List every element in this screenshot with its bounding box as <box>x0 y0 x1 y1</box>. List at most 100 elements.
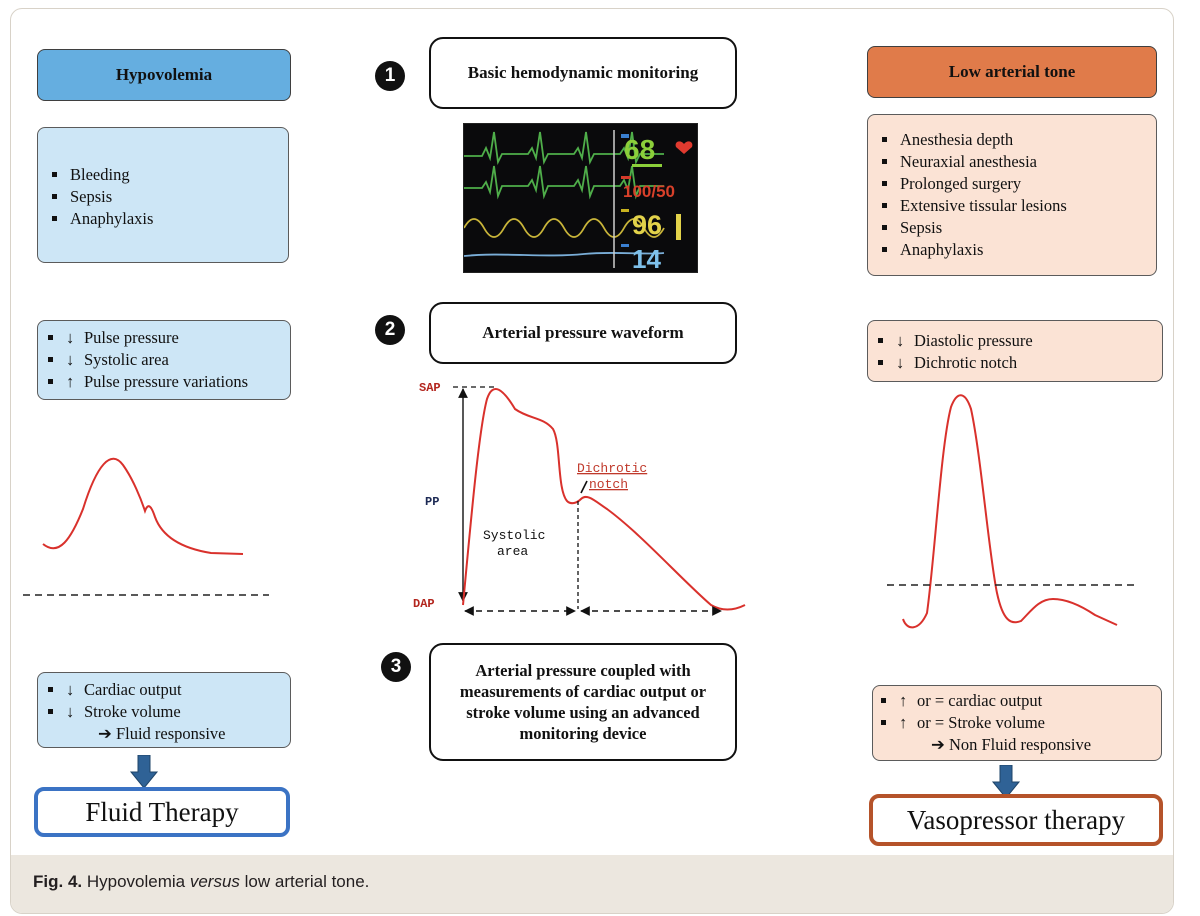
patient-monitor: 68 100/50 96 14 <box>463 123 698 274</box>
low-tone-waveform <box>887 394 1135 629</box>
hypovolemia-output-list: ↓ Cardiac output ↓ Stroke volume ➔ Fluid r… <box>40 679 290 745</box>
sign-arrow: ↑ <box>66 372 75 391</box>
list-item: Sepsis <box>874 217 1156 239</box>
step-2-label: Arterial pressure waveform <box>482 323 684 342</box>
list-item: ↓ Diastolic pressure <box>870 330 1162 352</box>
step-3-badge: 3 <box>381 652 411 682</box>
hypovolemia-causes-box: Bleeding Sepsis Anaphylaxis <box>37 127 289 263</box>
low-arterial-tone-waveform-signs-box: ↓ Diastolic pressure ↓ Dichrotic notch <box>867 320 1163 382</box>
caption-bar: Fig. 4. Hypovolemia versus low arterial … <box>11 855 1173 913</box>
caption-text-after: low arterial tone. <box>239 872 370 891</box>
list-item: ↓ Stroke volume <box>40 701 290 723</box>
sap-label: SAP <box>419 381 441 395</box>
down-arrow-icon <box>129 755 159 789</box>
list-item: ↓ Systolic area <box>40 349 290 371</box>
list-item: ↑ or = cardiac output <box>873 690 1161 712</box>
hypovolemia-waveform-signs-box: ↓ Pulse pressure ↓ Systolic area ↑ Pulse pr… <box>37 320 291 400</box>
list-item: ↓ Cardiac output <box>40 679 290 701</box>
list-item: ↑ Pulse pressure variations <box>40 371 290 393</box>
sign-arrow: ↓ <box>66 328 75 347</box>
pp-label: PP <box>425 495 439 509</box>
pleth-trace <box>463 218 665 238</box>
monitor-traces: 68 100/50 96 14 <box>463 130 693 274</box>
vasopressor-therapy-box: Vasopressor therapy <box>869 794 1163 846</box>
sign-arrow: ↓ <box>896 353 905 372</box>
list-item: Sepsis <box>44 186 288 208</box>
hypovolemia-waveform <box>23 457 269 596</box>
sign-arrow: ↑ <box>899 691 908 710</box>
sign-text: Systolic area <box>84 350 169 369</box>
list-item: Prolonged surgery <box>874 173 1156 195</box>
sign-text: Dichrotic notch <box>914 353 1018 372</box>
hypovolemia-pressure-curve <box>42 457 244 555</box>
list-item: Neuraxial anesthesia <box>874 151 1156 173</box>
sign-text: or = Stroke volume <box>917 713 1045 732</box>
figure-label: Fig. 4. <box>33 872 83 891</box>
down-arrow-icon <box>991 765 1021 799</box>
figure-caption: Fig. 4. Hypovolemia versus low arterial … <box>33 872 369 892</box>
list-item: ↑ or = Stroke volume <box>873 712 1161 734</box>
low-arterial-tone-causes-box: Anesthesia depth Neuraxial anesthesia Pr… <box>867 114 1157 276</box>
step-1-label: Basic hemodynamic monitoring <box>467 63 699 82</box>
sign-text: Stroke volume <box>84 702 181 721</box>
conclusion-item: ➔ Fluid responsive <box>98 724 226 743</box>
list-item: ↓ Dichrotic notch <box>870 352 1162 374</box>
list-item: Bleeding <box>44 164 288 186</box>
low-arterial-tone-output-box: ↑ or = cardiac output ↑ or = Stroke volume… <box>872 685 1162 761</box>
notch-pointer <box>580 480 588 494</box>
low-arterial-tone-header-label: Low arterial tone <box>948 62 1076 81</box>
dap-label: DAP <box>413 597 435 611</box>
sign-arrow: ↓ <box>66 680 75 699</box>
list-item: Extensive tissular lesions <box>874 195 1156 217</box>
sign-text: Diastolic pressure <box>914 331 1033 350</box>
resp-rate-value: 14 <box>632 244 661 274</box>
figure-frame: Hypovolemia Bleeding Sepsis Anaphylaxis … <box>10 8 1174 914</box>
hypovolemia-header: Hypovolemia <box>37 49 291 101</box>
step-3-label: Arterial pressure coupled with measureme… <box>459 661 707 743</box>
conclusion-item: ➔ Non Fluid responsive <box>931 735 1092 754</box>
blood-pressure-value: 100/50 <box>623 182 675 201</box>
low-arterial-tone-waveform-signs-list: ↓ Diastolic pressure ↓ Dichrotic notch <box>870 330 1162 374</box>
low-arterial-tone-causes-list: Anesthesia depth Neuraxial anesthesia Pr… <box>874 129 1156 261</box>
low-arterial-tone-header: Low arterial tone <box>867 46 1157 98</box>
fluid-therapy-box: Fluid Therapy <box>34 787 290 837</box>
list-item: ↓ Pulse pressure <box>40 327 290 349</box>
sign-text: Cardiac output <box>84 680 182 699</box>
low-tone-pressure-curve <box>902 394 1118 629</box>
vasopressor-therapy-label: Vasopressor therapy <box>906 804 1126 835</box>
sign-text: or = cardiac output <box>917 691 1043 710</box>
spo2-bar <box>676 214 681 240</box>
resp-trace <box>463 251 665 257</box>
step-1-box: Basic hemodynamic monitoring <box>429 37 737 109</box>
ecg-trace-1 <box>464 131 664 166</box>
list-item: Anaphylaxis <box>44 208 288 230</box>
sign-arrow: ↓ <box>66 350 75 369</box>
hypovolemia-output-box: ↓ Cardiac output ↓ Stroke volume ➔ Fluid r… <box>37 672 291 748</box>
arterial-pressure-curve <box>462 388 746 611</box>
sign-arrow: ↓ <box>66 702 75 721</box>
hypovolemia-header-label: Hypovolemia <box>115 65 213 84</box>
heart-rate-value: 68 <box>624 134 655 165</box>
hypovolemia-causes-list: Bleeding Sepsis Anaphylaxis <box>44 164 288 230</box>
sign-text: Pulse pressure variations <box>84 372 249 391</box>
ecg-trace-2 <box>464 165 664 200</box>
hypovolemia-waveform-signs-list: ↓ Pulse pressure ↓ Systolic area ↑ Pulse pr… <box>40 327 290 393</box>
sign-arrow: ↓ <box>896 331 905 350</box>
low-arterial-tone-output-list: ↑ or = cardiac output ↑ or = Stroke volume… <box>873 690 1161 756</box>
heart-icon <box>675 141 693 154</box>
caption-text-italic: versus <box>189 872 240 891</box>
step-2-box: Arterial pressure waveform <box>429 302 737 364</box>
list-item: Anesthesia depth <box>874 129 1156 151</box>
step-1-badge: 1 <box>375 61 405 91</box>
step-3-box: Arterial pressure coupled with measureme… <box>429 643 737 761</box>
fluid-therapy-label: Fluid Therapy <box>85 796 239 827</box>
caption-text-before: Hypovolemia <box>82 872 190 891</box>
list-item: Anaphylaxis <box>874 239 1156 261</box>
sign-text: Pulse pressure <box>84 328 179 347</box>
sign-arrow: ↑ <box>899 713 908 732</box>
step-2-badge: 2 <box>375 315 405 345</box>
spo2-value: 96 <box>632 210 662 240</box>
